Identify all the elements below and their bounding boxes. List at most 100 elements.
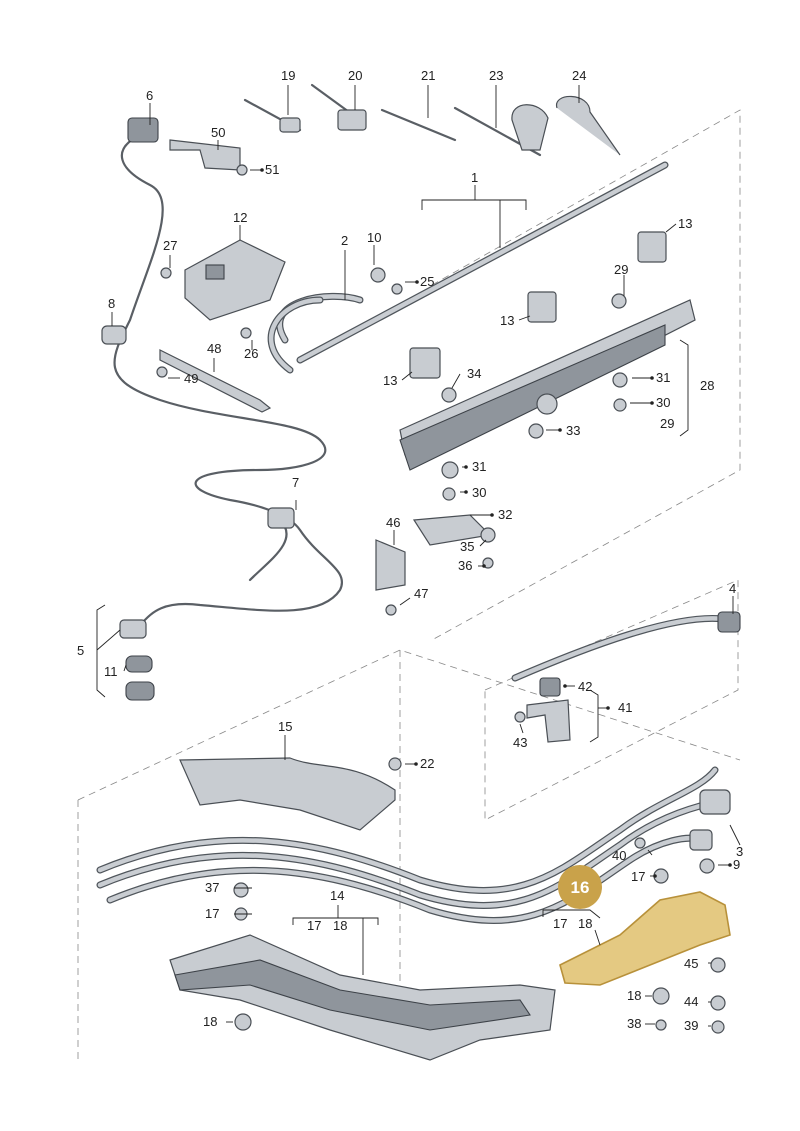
label-18-part16: 18	[578, 916, 592, 931]
leader-arrow	[464, 465, 468, 469]
label-38: 38	[627, 1016, 641, 1031]
leader-arrow	[606, 706, 610, 710]
label-23: 23	[489, 68, 503, 83]
label-27: 27	[163, 238, 177, 253]
label-18-left: 18	[203, 1014, 217, 1029]
label-31-right: 31	[656, 370, 670, 385]
label-48: 48	[207, 341, 221, 356]
label-25: 25	[420, 274, 434, 289]
grommet-8	[101, 325, 127, 345]
leader-arrow	[414, 762, 418, 766]
label-21: 21	[421, 68, 435, 83]
upper-assembly-frame	[77, 109, 741, 1060]
label-13-lower: 13	[383, 373, 397, 388]
highlighted-part-16[interactable]: 16	[558, 865, 731, 986]
label-49: 49	[184, 371, 198, 386]
label-39: 39	[684, 1018, 698, 1033]
label-51: 51	[265, 162, 279, 177]
heat-shield-part-15	[179, 757, 396, 831]
label-22: 22	[420, 756, 434, 771]
label-17-tray: 17	[307, 918, 321, 933]
leader-arrow	[563, 684, 567, 688]
clip-13-group	[409, 231, 667, 379]
label-34: 34	[467, 366, 481, 381]
label-35: 35	[460, 539, 474, 554]
label-28: 28	[700, 378, 714, 393]
label-7: 7	[292, 475, 299, 490]
leader-arrow	[650, 376, 654, 380]
label-36: 36	[458, 558, 472, 573]
label-4: 4	[729, 581, 736, 596]
label-45: 45	[684, 956, 698, 971]
leader-arrow	[650, 401, 654, 405]
bracket-parts	[159, 239, 492, 591]
label-16: 16	[571, 878, 590, 897]
label-30-left: 30	[472, 485, 486, 500]
label-43: 43	[513, 735, 527, 750]
label-50: 50	[211, 125, 225, 140]
label-30-right: 30	[656, 395, 670, 410]
part-number-labels: 19 20 21 23 24 6 50 51 1 12 27 2 10 25 1…	[77, 68, 743, 1033]
label-17-part16: 17	[553, 916, 567, 931]
connector-5	[119, 619, 147, 639]
leader-arrow	[653, 874, 657, 878]
label-2: 2	[341, 233, 348, 248]
label-33: 33	[566, 423, 580, 438]
label-17-right: 17	[631, 869, 645, 884]
label-9: 9	[733, 857, 740, 872]
leader-arrow	[464, 490, 468, 494]
label-20: 20	[348, 68, 362, 83]
pipe-part-4	[511, 611, 741, 682]
wiring-harness-parts-5-7-8	[101, 117, 343, 639]
rubber-parts-11	[125, 655, 155, 701]
brake-line-part-1	[267, 161, 669, 374]
label-12: 12	[233, 210, 247, 225]
label-14: 14	[330, 888, 344, 903]
label-18-right: 18	[627, 988, 641, 1003]
harness-clip-7	[267, 507, 295, 529]
lower-line-bundle	[96, 766, 731, 924]
leader-arrows	[260, 168, 732, 878]
label-29-top: 29	[614, 262, 628, 277]
leader-lines	[96, 85, 741, 1027]
leader-arrow	[490, 513, 494, 517]
label-18-tray: 18	[333, 918, 347, 933]
label-37: 37	[205, 880, 219, 895]
label-31-left: 31	[472, 459, 486, 474]
label-15: 15	[278, 719, 292, 734]
leader-arrow	[558, 428, 562, 432]
label-24: 24	[572, 68, 586, 83]
label-46: 46	[386, 515, 400, 530]
leader-arrow	[415, 280, 419, 284]
label-6: 6	[146, 88, 153, 103]
label-1: 1	[471, 170, 478, 185]
line-tray-part-28	[399, 299, 696, 471]
lower-tray-part-14	[169, 934, 556, 1061]
label-17-left: 17	[205, 906, 219, 921]
label-5: 5	[77, 643, 84, 658]
leader-arrow	[260, 168, 264, 172]
label-10: 10	[367, 230, 381, 245]
label-47: 47	[414, 586, 428, 601]
label-8: 8	[108, 296, 115, 311]
label-41: 41	[618, 700, 632, 715]
label-13-middle: 13	[500, 313, 514, 328]
highlight-badge[interactable]	[558, 865, 602, 909]
label-40: 40	[612, 848, 626, 863]
fasteners	[156, 164, 726, 1034]
bracket-parts-41-43	[526, 677, 571, 743]
label-11: 11	[104, 664, 118, 679]
connector-6	[127, 117, 159, 143]
label-13-top: 13	[678, 216, 692, 231]
leader-arrow	[728, 863, 732, 867]
top-small-parts	[169, 83, 621, 171]
label-44: 44	[684, 994, 698, 1009]
label-29-right: 29	[660, 416, 674, 431]
label-32: 32	[498, 507, 512, 522]
label-3: 3	[736, 844, 743, 859]
label-26: 26	[244, 346, 258, 361]
label-19: 19	[281, 68, 295, 83]
leader-arrow	[482, 564, 486, 568]
label-42: 42	[578, 679, 592, 694]
